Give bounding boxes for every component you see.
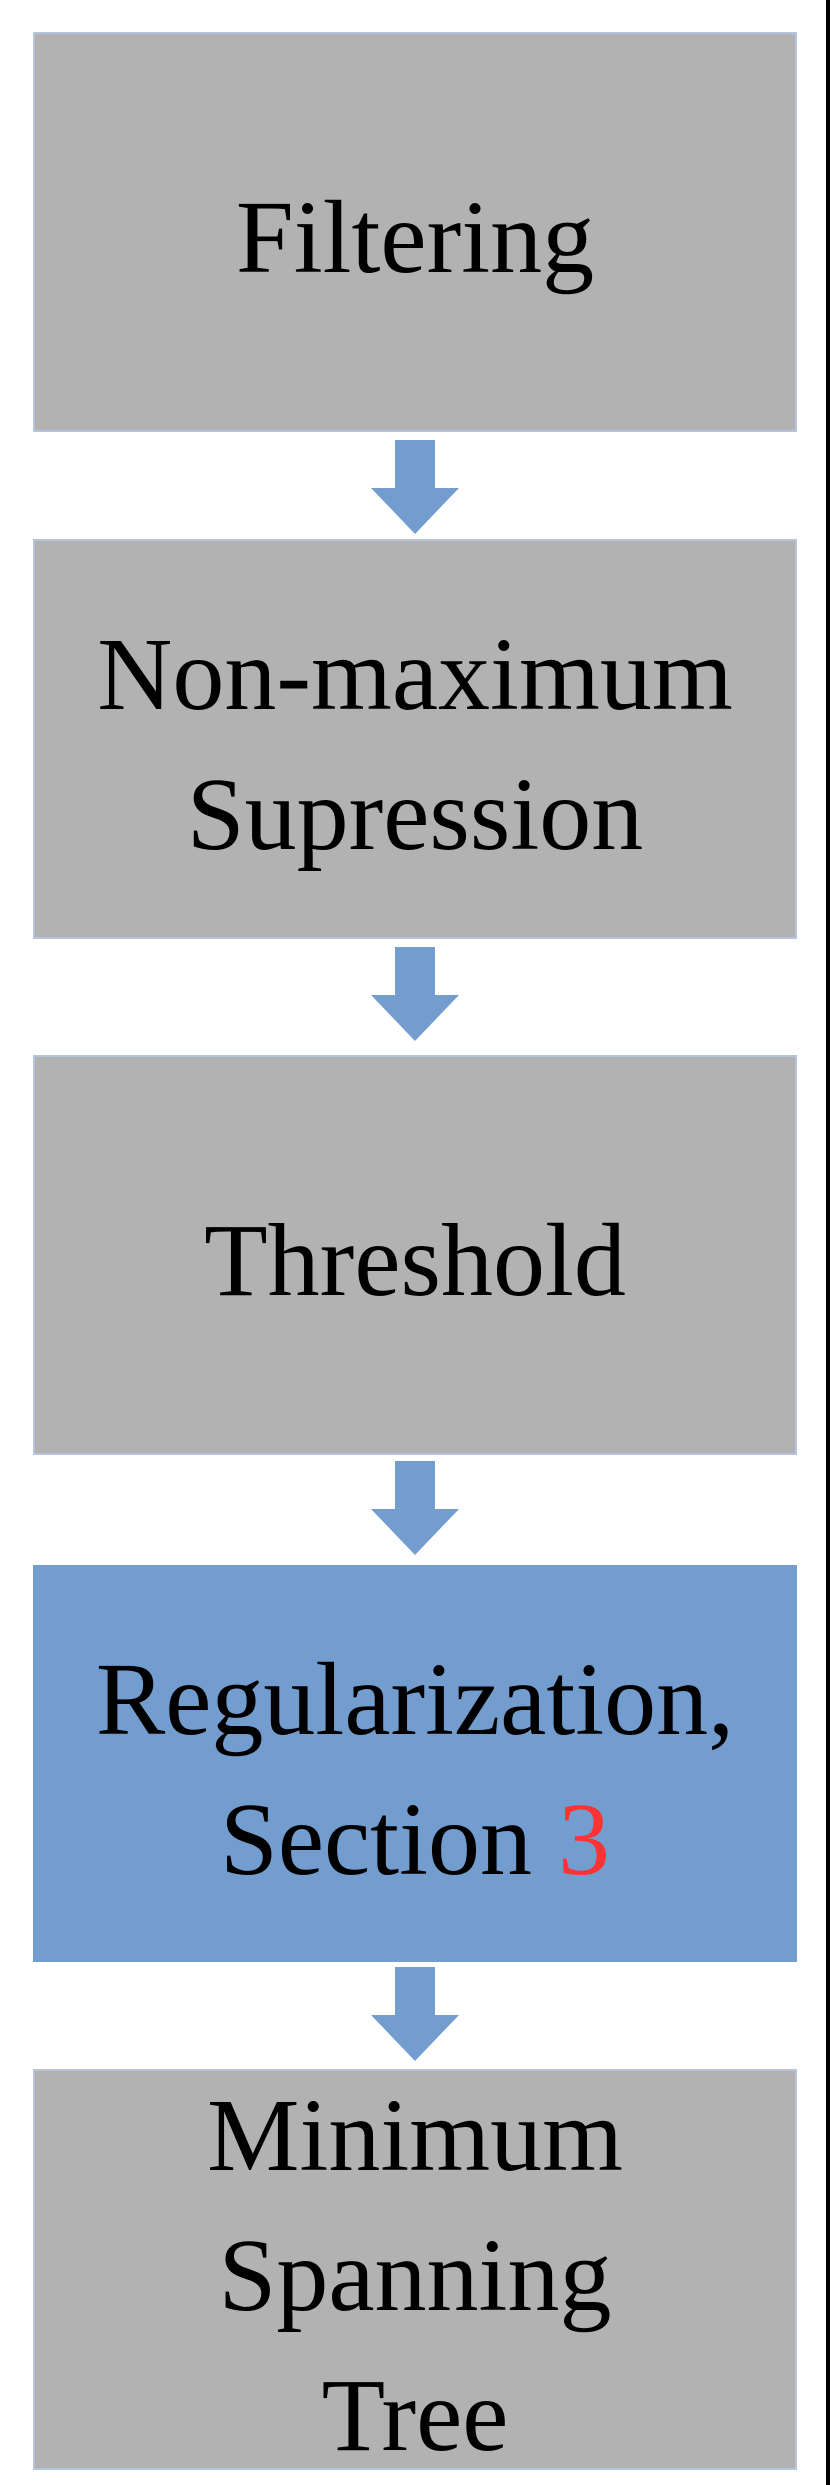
node-mst-label-line3: Tree	[321, 2357, 509, 2473]
node-non-maximum-supression: Non-maximum Supression	[33, 539, 797, 939]
node-regularization-label-line1: Regularization,	[95, 1641, 735, 1757]
node-mst-label-line2: Spanning	[218, 2217, 612, 2333]
section-number: 3	[557, 1781, 610, 1897]
node-regularization: Regularization, Section 3	[33, 1565, 797, 1962]
node-threshold: Threshold	[33, 1055, 797, 1455]
down-arrow-icon	[371, 440, 459, 534]
node-filtering-label: Filtering	[235, 180, 595, 295]
node-nms-label-line2: Supression	[186, 757, 644, 872]
node-threshold-label: Threshold	[204, 1203, 626, 1318]
node-minimum-spanning-tree: Minimum Spanning Tree	[33, 2069, 797, 2473]
section-word: Section	[220, 1781, 558, 1897]
right-edge-line	[826, 0, 830, 2485]
node-regularization-label-line2: Section 3	[220, 1770, 610, 1910]
node-mst-label-line1: Minimum	[206, 2077, 624, 2193]
down-arrow-icon	[371, 1967, 459, 2061]
down-arrow-icon	[371, 947, 459, 1041]
node-filtering: Filtering	[33, 32, 797, 432]
down-arrow-icon	[371, 1461, 459, 1555]
node-nms-label-line1: Non-maximum	[97, 617, 733, 732]
